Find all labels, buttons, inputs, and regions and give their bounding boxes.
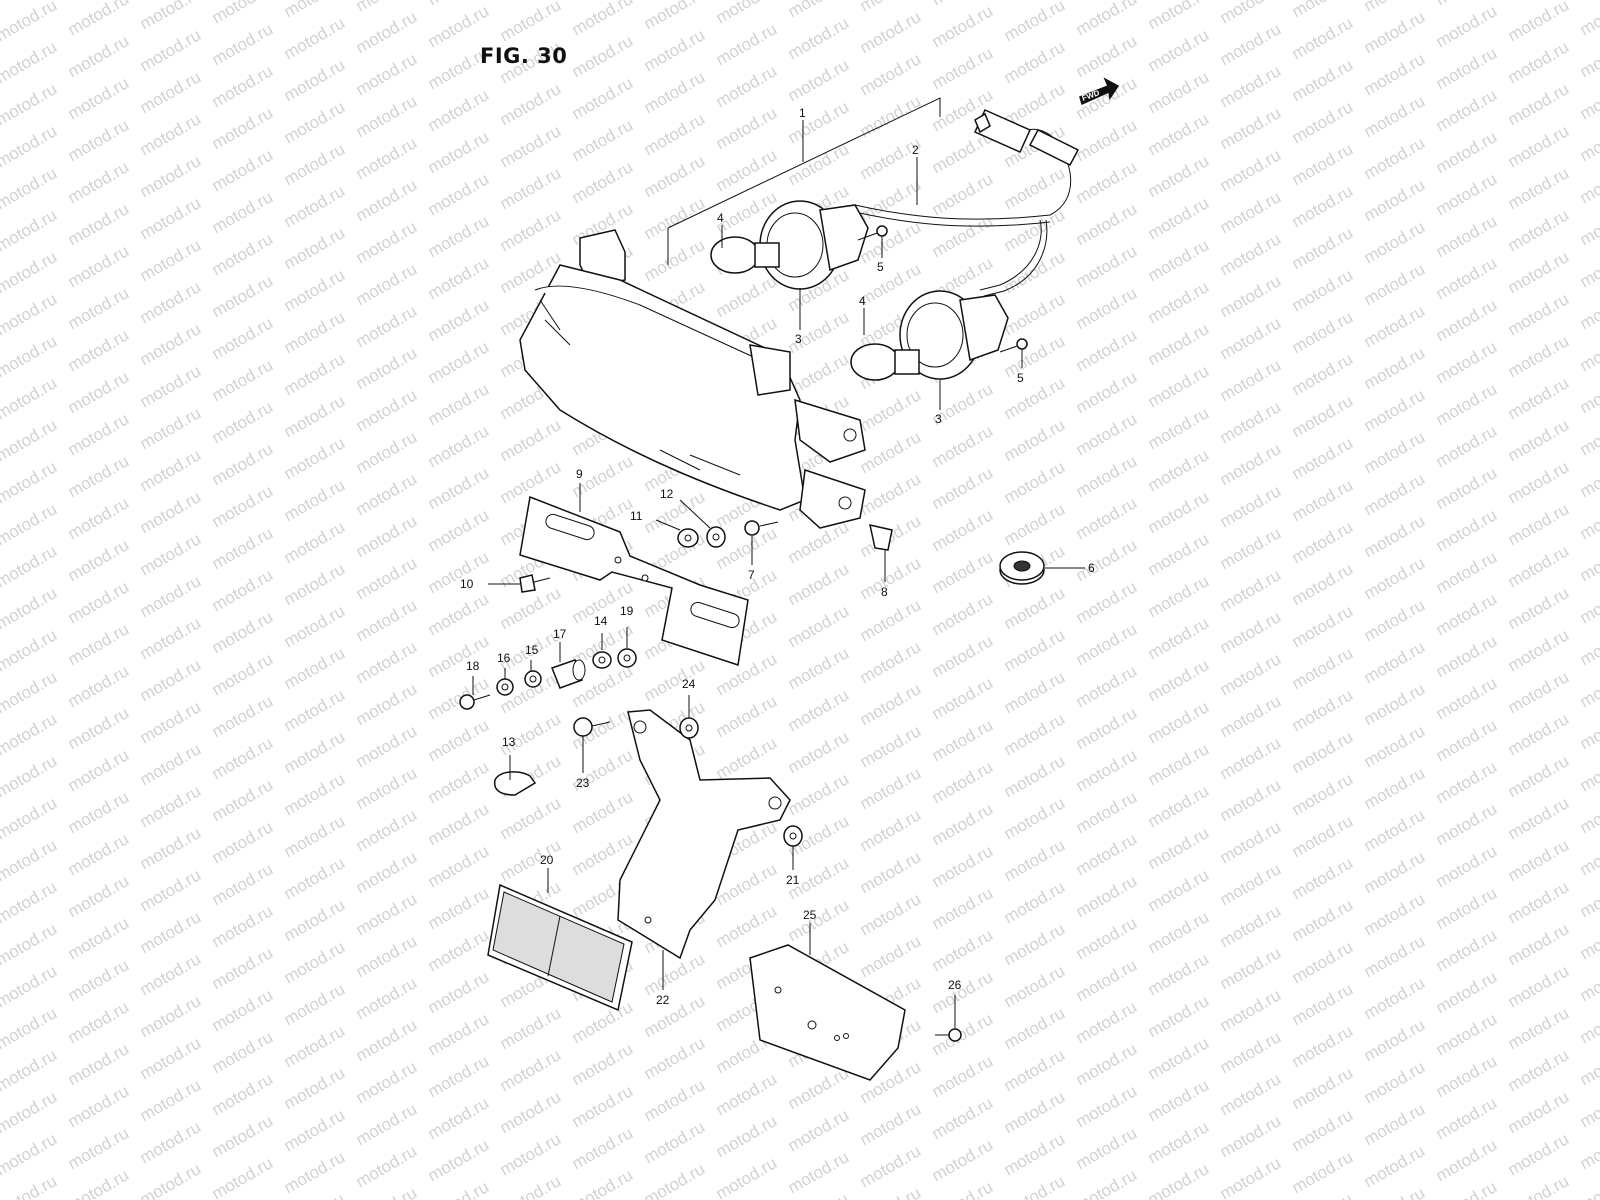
callout-5-upper: 5 [877,260,884,274]
bulb-upper [710,236,780,274]
callout-12: 12 [660,487,674,501]
callout-14: 14 [594,614,608,628]
callout-4-lower: 4 [859,294,866,308]
callout-18: 18 [466,659,480,673]
callout-3-upper: 3 [795,332,802,346]
callout-16: 16 [497,651,511,665]
nut-21 [783,825,803,847]
callout-25: 25 [803,908,817,922]
screw-23 [573,717,611,737]
washer-15 [524,670,542,688]
socket-screw-lower [999,338,1028,353]
nut-16 [496,678,514,696]
screw-26 [935,1028,962,1042]
callout-5-lower: 5 [1017,371,1024,385]
callout-26: 26 [948,978,962,992]
washer-11 [677,528,699,548]
plate-25 [749,944,906,1081]
callout-2: 2 [912,143,919,157]
callout-23: 23 [576,776,590,790]
callout-8: 8 [881,585,888,599]
nut-24 [679,717,699,739]
wiring-harness [854,109,1080,297]
callout-17: 17 [553,627,567,641]
callout-20: 20 [540,853,554,867]
washer-14 [592,651,612,669]
callout-10: 10 [460,577,474,591]
callout-6: 6 [1088,561,1095,575]
callout-13: 13 [502,735,516,749]
nut-12 [706,526,726,548]
callout-3-lower: 3 [935,412,942,426]
callout-11: 11 [630,509,643,523]
callout-15: 15 [525,643,539,657]
callout-4-upper: 4 [717,211,724,225]
bolt-10 [519,574,551,593]
bulb-13 [493,771,537,796]
reflector-20 [487,883,633,1012]
callout-24: 24 [682,677,696,691]
callout-1: 1 [799,106,806,120]
callout-21: 21 [786,873,800,887]
callout-7: 7 [748,568,755,582]
nut-19 [617,648,637,668]
collar-17 [551,659,586,689]
screw-18 [459,694,491,710]
callout-22: 22 [656,993,670,1007]
fwd-arrow-icon: FWD [1079,77,1120,106]
callout-9: 9 [576,467,583,481]
grommet-6 [999,551,1045,585]
bulb-lower [850,343,920,381]
screw-7 [744,520,779,536]
callout-19: 19 [620,604,634,618]
clip-8 [869,524,893,551]
license-plate-bracket-22 [617,709,791,960]
